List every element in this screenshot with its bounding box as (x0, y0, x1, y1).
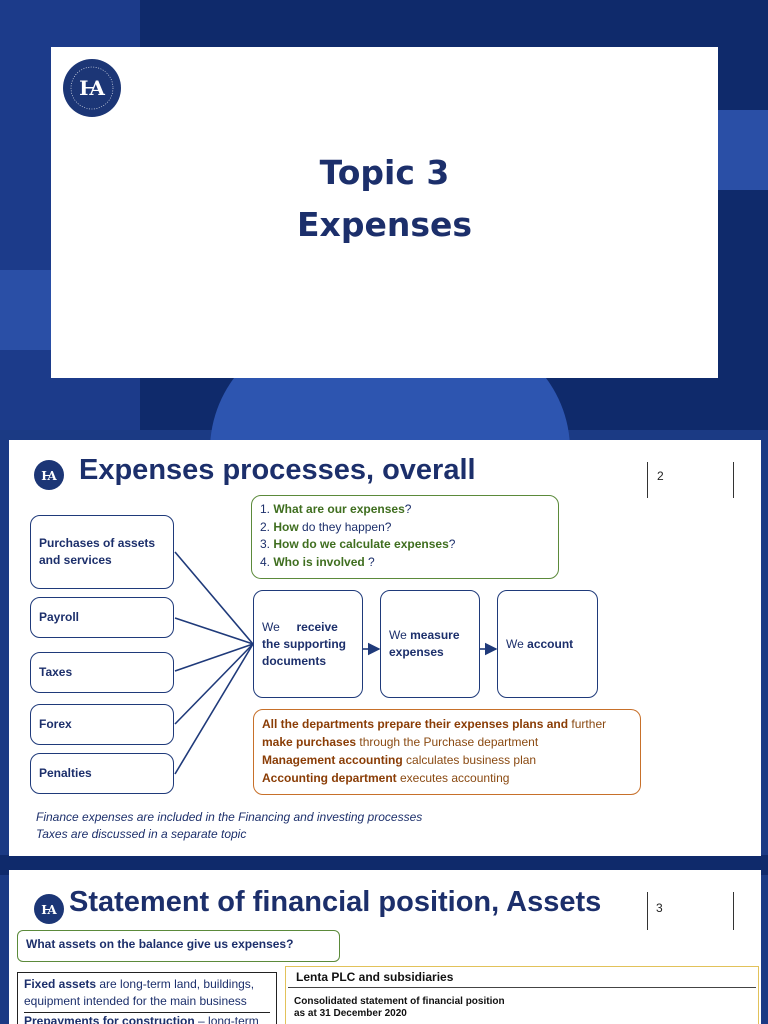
step-account-box: We account (497, 590, 598, 698)
slide-title: Statement of financial position, Assets (69, 886, 602, 918)
hse-logo-icon: Ꙗ (34, 460, 64, 490)
input-label: Penalties (39, 766, 92, 780)
background-block (0, 270, 60, 350)
input-box-payroll: Payroll (30, 597, 174, 638)
svg-text:Ꙗ: Ꙗ (79, 76, 105, 100)
input-label: Taxes (39, 665, 73, 679)
questions-box: 1. What are our expenses? 2. How do they… (251, 495, 559, 579)
department-line: Accounting department executes accountin… (262, 771, 510, 785)
slide-title: Expenses processes, overall (79, 454, 476, 486)
input-box-taxes: Taxes (30, 652, 174, 693)
step-receive-box: We receive the supporting documents (253, 590, 363, 698)
slide-title: Topic 3 Expenses (51, 147, 718, 251)
financial-statement: Lenta PLC and subsidiaries Consolidated … (285, 966, 759, 1024)
question-box: What assets on the balance give us expen… (17, 930, 340, 962)
table-row: Prepayments for construction – long-term (24, 1014, 259, 1024)
topic-name: Expenses (297, 205, 472, 244)
process-slide: Ꙗ Expenses processes, overall 2 Purchase… (9, 440, 761, 856)
divider (733, 892, 734, 930)
statement-company: Lenta PLC and subsidiaries (288, 967, 756, 988)
footnote: Taxes are discussed in a separate topic (36, 827, 247, 841)
hse-logo-icon: Ꙗ (34, 894, 64, 924)
page-number: 2 (657, 469, 664, 483)
table-row: Fixed assets are long-term land, buildin… (24, 976, 270, 1013)
footnote: Finance expenses are included in the Fin… (36, 810, 423, 824)
title-slide: Ꙗ Topic 3 Expenses (51, 47, 718, 378)
question-item: 3. How do we calculate expenses? (260, 537, 456, 551)
input-box-penalties: Penalties (30, 753, 174, 794)
department-line: make purchases through the Purchase depa… (262, 735, 539, 749)
connector-lines (174, 551, 498, 775)
input-label: Forex (39, 717, 72, 731)
question-item: 2. How do they happen? (260, 519, 392, 534)
input-label: Purchases of assets and services (39, 536, 156, 567)
divider (733, 462, 734, 498)
step-measure-box: We measure expenses (380, 590, 480, 698)
asset-definition-table: Fixed assets are long-term land, buildin… (17, 972, 277, 1024)
page-number: 3 (656, 901, 663, 915)
topic-number: Topic 3 (319, 153, 450, 192)
input-box-purchases: Purchases of assets and services (30, 515, 174, 589)
divider (647, 892, 648, 930)
svg-text:Ꙗ: Ꙗ (41, 903, 57, 917)
statement-title: Consolidated statement of financial posi… (294, 996, 505, 1007)
divider (647, 462, 648, 498)
balance-slide: Ꙗ Statement of financial position, Asset… (9, 870, 761, 1024)
departments-box: All the departments prepare their expens… (253, 709, 641, 795)
hse-logo-icon: Ꙗ (63, 59, 121, 117)
question-item: 1. What are our expenses? (260, 502, 412, 516)
svg-text:Ꙗ: Ꙗ (41, 469, 57, 483)
department-line: All the departments prepare their expens… (262, 717, 607, 731)
department-line: Management accounting calculates busines… (262, 753, 537, 767)
question-item: 4. Who is involved ? (260, 554, 375, 569)
input-box-forex: Forex (30, 704, 174, 745)
statement-date: as at 31 December 2020 (294, 1008, 407, 1019)
input-label: Payroll (39, 610, 80, 624)
